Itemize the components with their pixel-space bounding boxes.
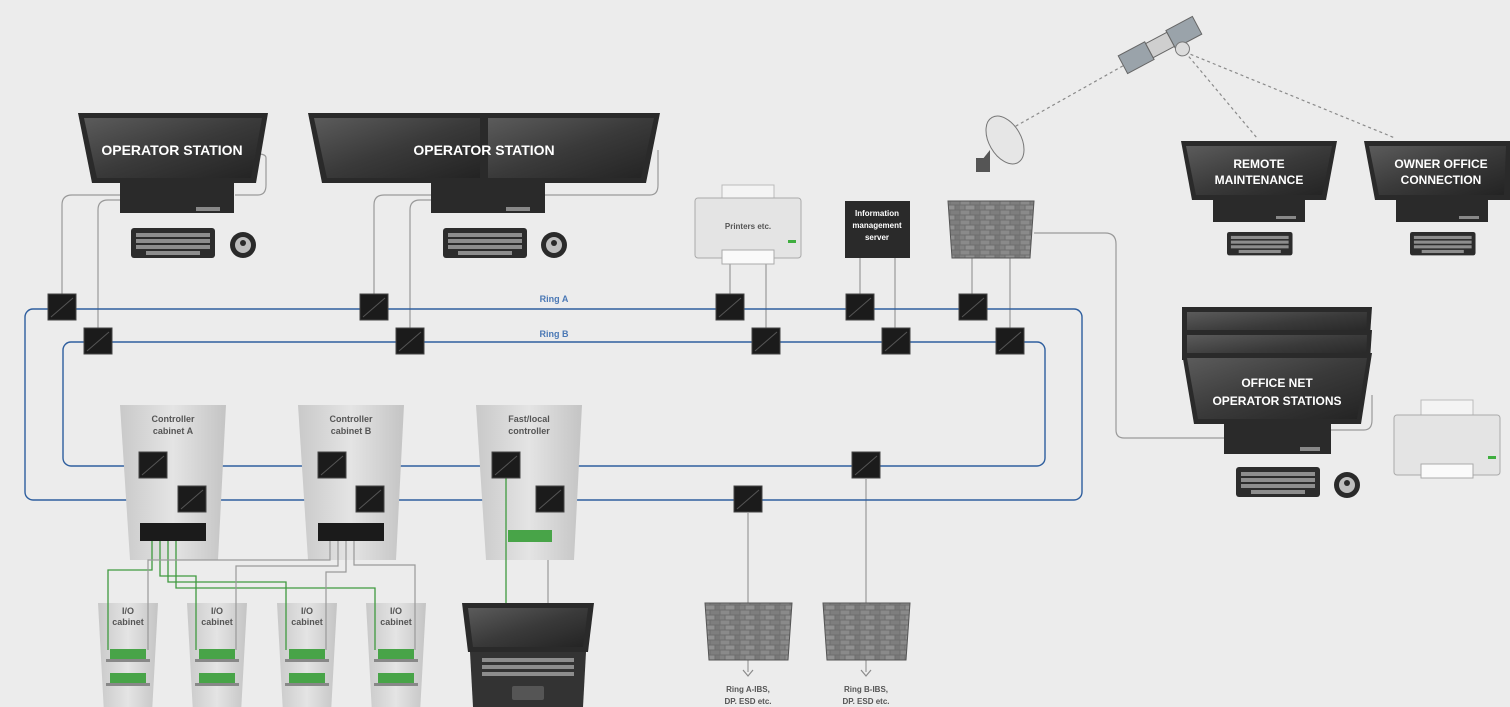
satellite-dish-icon [976, 115, 1025, 172]
mouse-icon [541, 232, 567, 258]
owner-office-label-2: CONNECTION [1401, 173, 1482, 187]
io-label-2: cabinet [112, 617, 144, 627]
switch [359, 293, 389, 321]
io-cabinet: I/O cabinet [277, 603, 337, 707]
mouse-icon [230, 232, 256, 258]
operator-station-1: OPERATOR STATION [78, 113, 268, 258]
switch [83, 327, 113, 355]
server-label-2: management [852, 221, 902, 230]
cabinet-b-label-1: Controller [329, 414, 372, 424]
switch [845, 293, 875, 321]
io-label-2: cabinet [201, 617, 233, 627]
io-label-2: cabinet [291, 617, 323, 627]
switch [491, 451, 521, 479]
operator-station-1-label: OPERATOR STATION [101, 142, 242, 158]
switch [733, 485, 763, 513]
fast-controller-label-1: Fast/local [508, 414, 550, 424]
controller-cabinet-b: Controller cabinet B [298, 405, 404, 560]
switch [881, 327, 911, 355]
io-label-1: I/O [301, 606, 313, 616]
io-label-2: cabinet [380, 617, 412, 627]
cabinet-a-label-1: Controller [151, 414, 194, 424]
switch [851, 451, 881, 479]
owner-office-station: OWNER OFFICE CONNECTION [1364, 141, 1510, 256]
cabinet-a-label-2: cabinet A [153, 426, 194, 436]
operator-station-2: OPERATOR STATION [308, 113, 660, 258]
keyboard-icon [443, 228, 527, 258]
switch [317, 451, 347, 479]
laptop-icon [462, 603, 594, 707]
keyboard-icon [131, 228, 215, 258]
keyboard-icon [1236, 467, 1320, 497]
printer: Printers etc. [694, 184, 802, 265]
firewall-ring-b-label-1: Ring B-IBS, [844, 685, 888, 694]
switch [995, 327, 1025, 355]
switch [395, 327, 425, 355]
satellite-links [999, 44, 1396, 139]
switch [47, 293, 77, 321]
io-label-1: I/O [211, 606, 223, 616]
printer-label: Printers etc. [725, 222, 771, 231]
io-label-1: I/O [122, 606, 134, 616]
firewall-ring-a-label-1: Ring A-IBS, [726, 685, 770, 694]
office-net-label-1: OFFICE NET [1241, 376, 1313, 390]
firewall-icon [947, 200, 1035, 259]
io-cabinet: I/O cabinet [187, 603, 247, 707]
fast-controller-label-2: controller [508, 426, 550, 436]
switch [715, 293, 745, 321]
down-arrows [742, 669, 872, 677]
office-net-stations: OFFICE NET OPERATOR STATIONS [1182, 307, 1372, 498]
office-net-label-2: OPERATOR STATIONS [1212, 394, 1341, 408]
keyboard-icon [1410, 232, 1476, 256]
remote-maintenance-station: REMOTE MAINTENANCE [1181, 141, 1337, 256]
operator-station-2-label: OPERATOR STATION [413, 142, 554, 158]
info-management-server: Information management server [845, 201, 910, 258]
keyboard-icon [1227, 232, 1293, 256]
controller-cabinet-a: Controller cabinet A [120, 405, 226, 560]
switch [355, 485, 385, 513]
server-label-3: server [865, 233, 889, 242]
mouse-icon [1334, 472, 1360, 498]
switch [751, 327, 781, 355]
server-label-1: Information [855, 209, 899, 218]
fast-local-controller: Fast/local controller [476, 405, 582, 560]
switch [138, 451, 168, 479]
cabinet-b-label-2: cabinet B [331, 426, 372, 436]
io-label-1: I/O [390, 606, 402, 616]
owner-office-label-1: OWNER OFFICE [1394, 157, 1487, 171]
remote-maintenance-label-1: REMOTE [1233, 157, 1284, 171]
io-cables-green [107, 478, 507, 650]
firewall-ring-a: Ring A-IBS, DP. ESD etc. [704, 602, 793, 706]
switch [958, 293, 988, 321]
switch [535, 485, 565, 513]
remote-maintenance-label-2: MAINTENANCE [1215, 173, 1304, 187]
ring-b-label: Ring B [540, 329, 569, 339]
office-printer [1393, 399, 1501, 479]
io-cabinet: I/O cabinet [98, 603, 158, 707]
firewall-ring-a-label-2: DP. ESD etc. [725, 697, 772, 706]
firewall-ring-b: Ring B-IBS, DP. ESD etc. [822, 602, 911, 706]
switch [177, 485, 207, 513]
satellite-icon [1117, 15, 1203, 75]
io-cabinet: I/O cabinet [366, 603, 426, 707]
io-cables-gray [147, 541, 416, 650]
firewall-ring-b-label-2: DP. ESD etc. [843, 697, 890, 706]
ring-a-label: Ring A [540, 294, 569, 304]
